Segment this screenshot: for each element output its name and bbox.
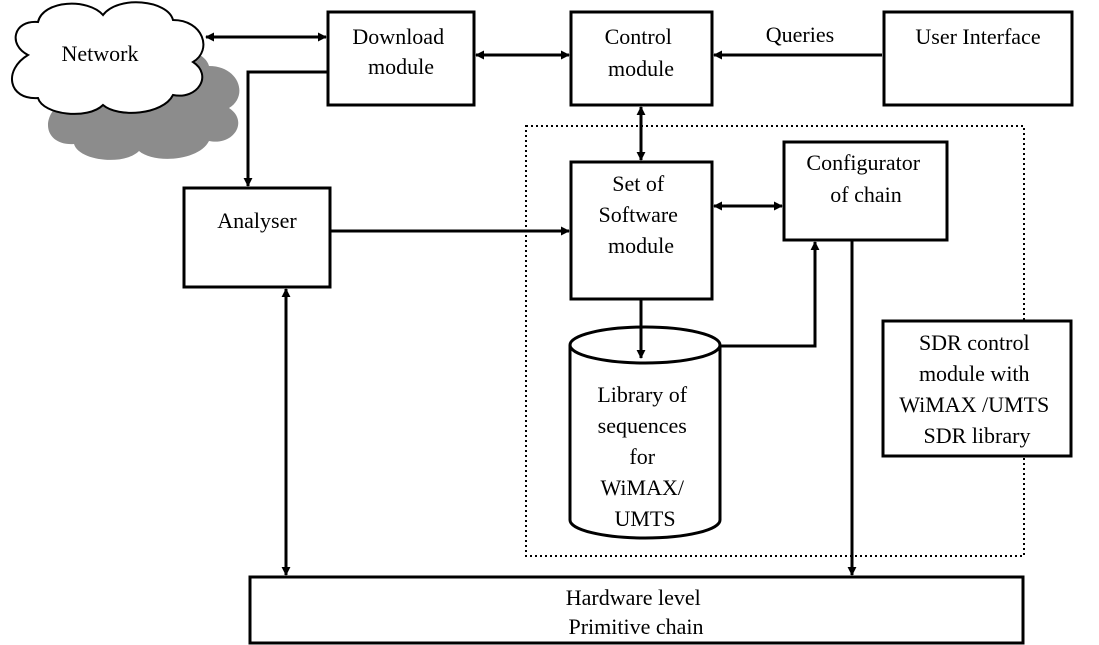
library-configurator-arrow (720, 241, 820, 348)
analyser-label: Analyser (217, 208, 297, 233)
user-interface: User Interface (882, 10, 1074, 107)
library-cylinder: Library of sequences for WiMAX/ UMTS (568, 325, 722, 540)
user-interface-label: User Interface (915, 24, 1040, 49)
network-cloud: Network (11, 1, 240, 160)
software-set: Set of Software module (569, 160, 714, 301)
download-module: Download module (326, 10, 476, 107)
hardware-level-box (248, 575, 1025, 645)
configurator-box (782, 140, 949, 242)
software-set-label: Set of Software module (599, 171, 684, 258)
hardware-level: Hardware level Primitive chain (248, 575, 1025, 645)
download-analyser-arrow (243, 70, 328, 187)
download-module-label: Download module (352, 24, 449, 79)
sdr-note-label: SDR control module with WiMAX /UMTS SDR … (899, 330, 1055, 448)
queries-label: Queries (766, 22, 834, 47)
sdr-boundary (525, 125, 1025, 557)
analyser-box (182, 186, 332, 289)
control-module-box (569, 10, 714, 107)
hardware-level-label: Hardware level Primitive chain (566, 585, 706, 639)
analyser: Analyser (182, 186, 332, 289)
library-cylinder-body (568, 345, 722, 540)
library-label: Library of sequences for WiMAX/ UMTS (597, 382, 692, 531)
sdr-note-box (881, 319, 1073, 458)
configurator-label: Configurator of chain (806, 150, 925, 207)
user-interface-box (882, 10, 1074, 107)
software-set-box (569, 160, 714, 301)
control-module: Control module (569, 10, 714, 107)
configurator: Configurator of chain (782, 140, 949, 242)
network-label: Network (62, 41, 139, 66)
library-cylinder-top (568, 325, 722, 365)
connectors (205, 32, 882, 576)
sdr-note: SDR control module with WiMAX /UMTS SDR … (881, 319, 1073, 458)
network-cloud-body (11, 1, 205, 115)
download-module-box (326, 10, 476, 107)
control-module-label: Control module (605, 24, 678, 81)
